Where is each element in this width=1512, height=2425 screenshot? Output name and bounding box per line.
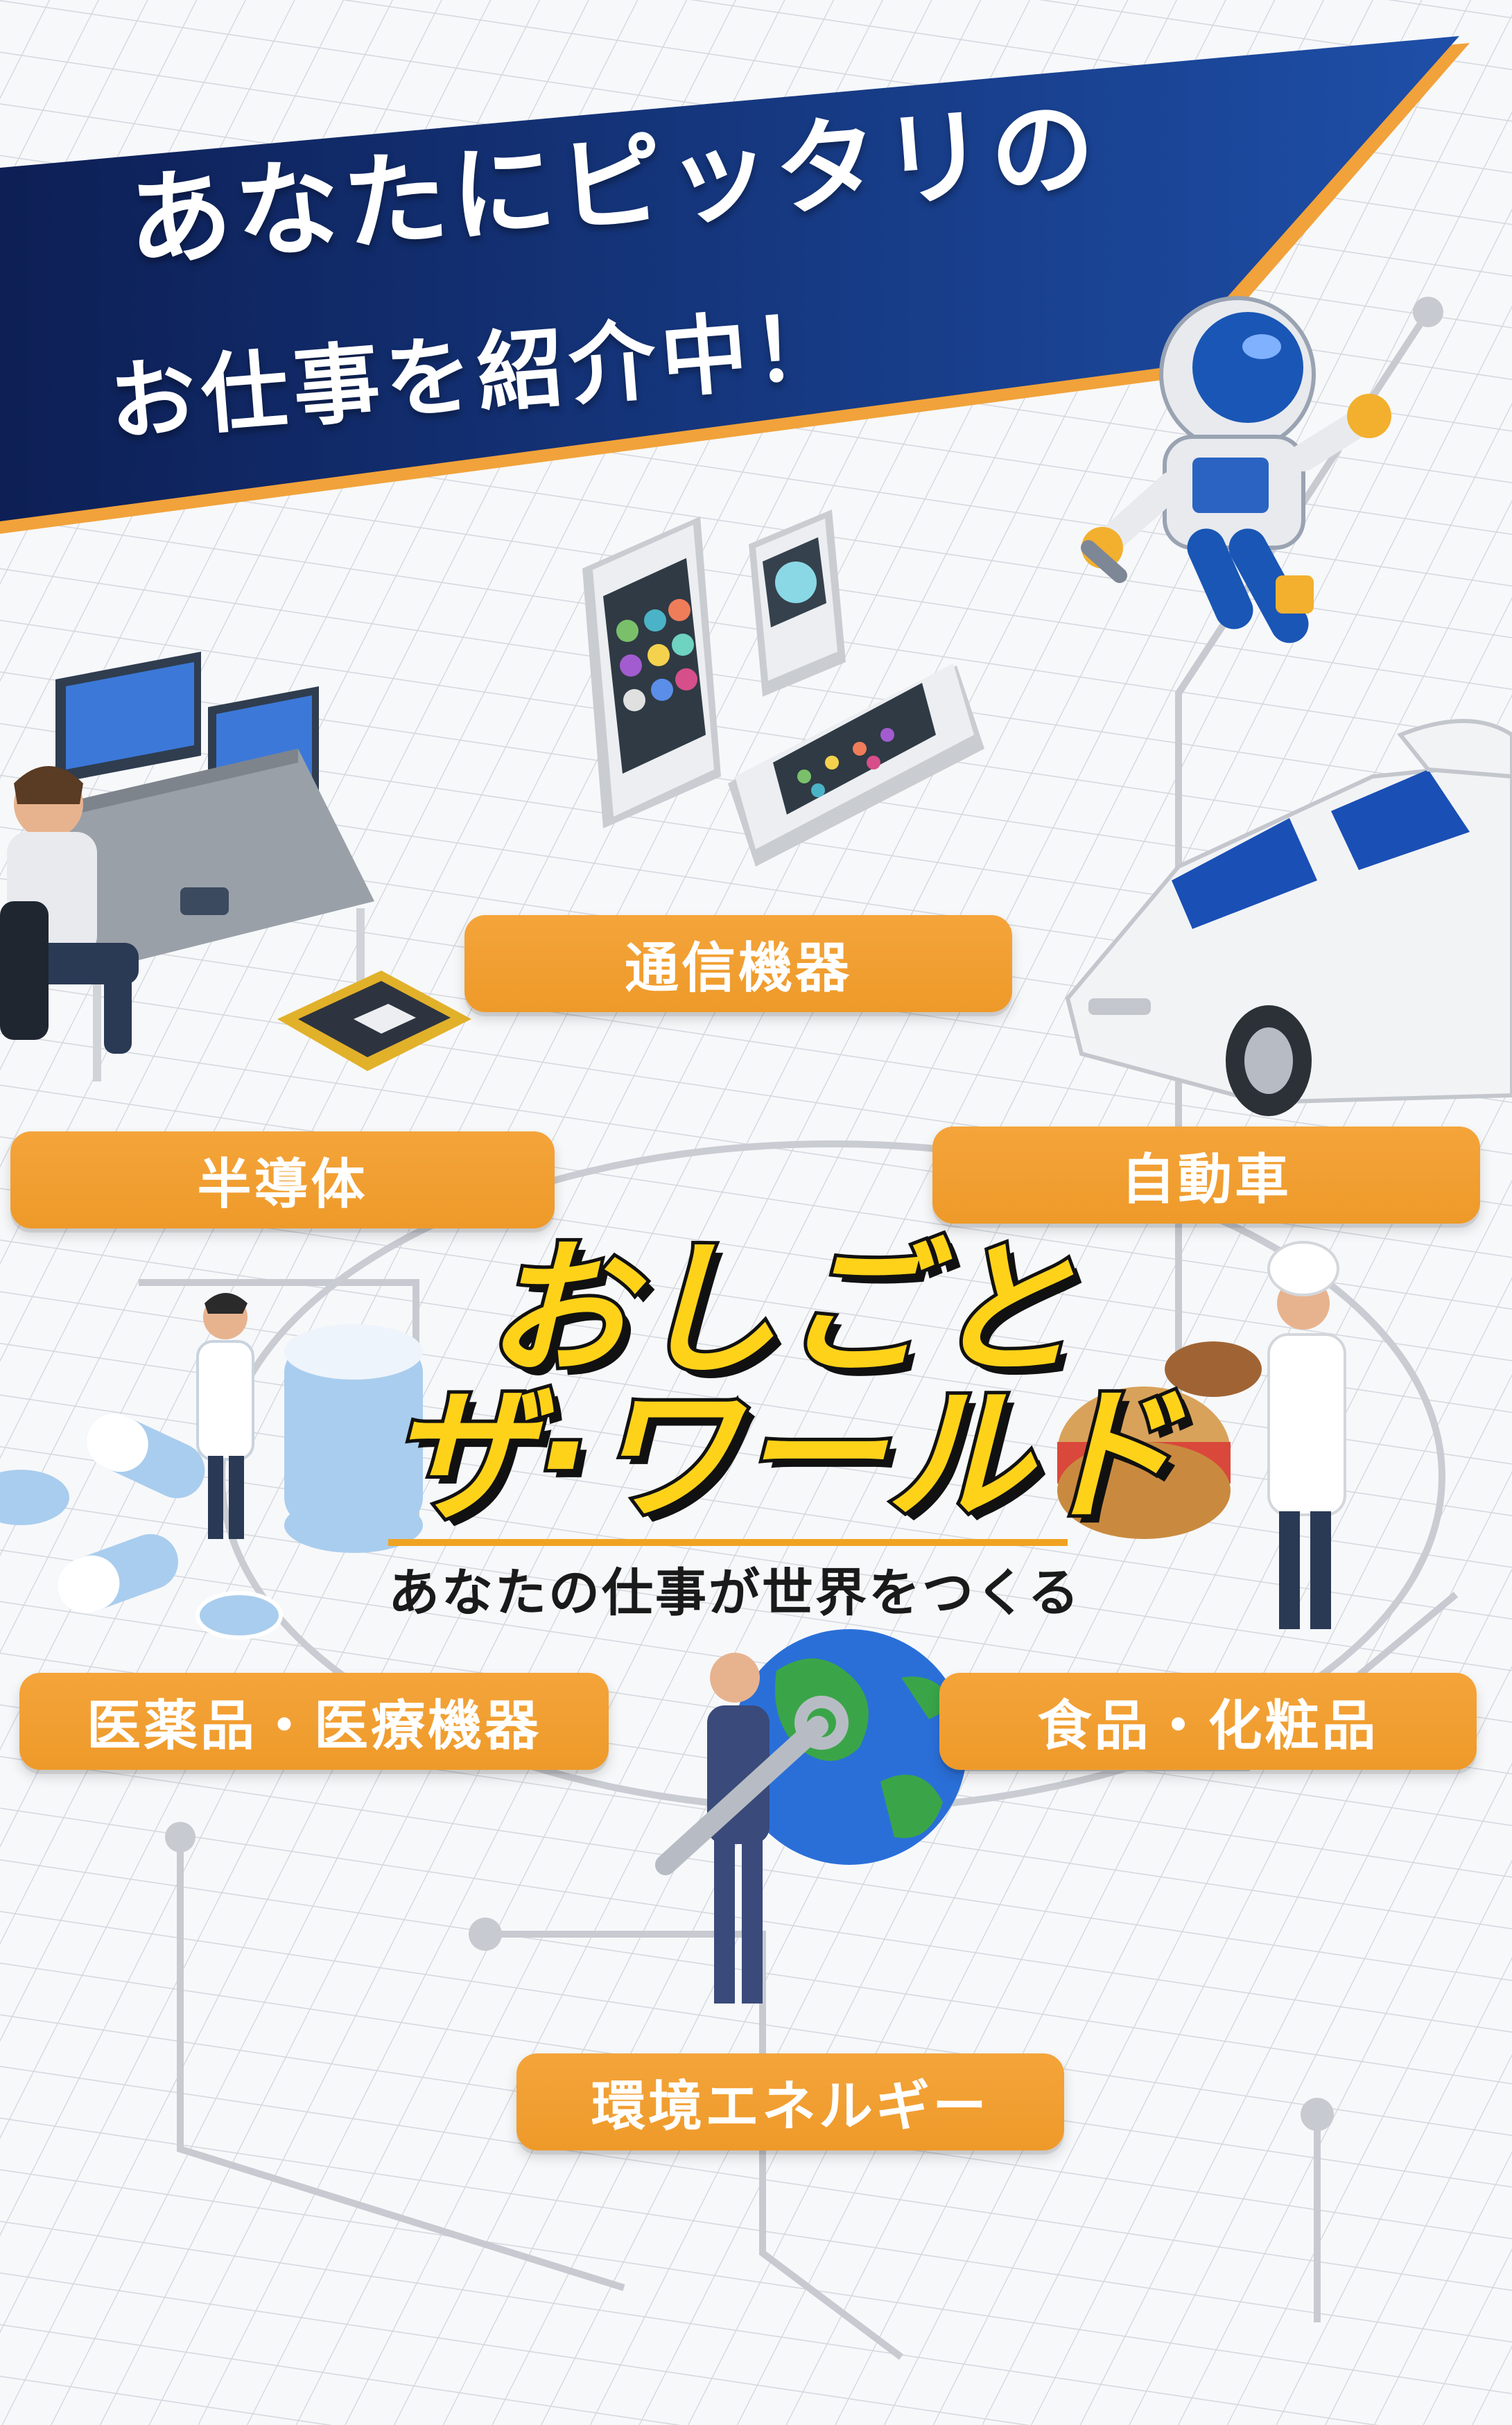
logo-tagline: あなたの仕事が世界をつくる bbox=[388, 1563, 1081, 1623]
category-label: 半導体 bbox=[197, 1154, 368, 1216]
category-label: 環境エネルギー bbox=[591, 2076, 989, 2138]
category-label: 自動車 bbox=[1120, 1149, 1292, 1211]
chip-icon bbox=[277, 971, 471, 1071]
scientist-pills-icon bbox=[0, 1293, 423, 1640]
service-logo: おしごと ザ·ワールド あなたの仕事が世界をつくる bbox=[385, 1225, 1182, 1626]
category-button-food[interactable]: 食品・化粧品 bbox=[939, 1673, 1477, 1770]
handheld-device-icon bbox=[749, 510, 846, 697]
logo-line-2: ザ·ワールド bbox=[385, 1371, 1182, 1540]
category-label: 食品・化粧品 bbox=[1037, 1695, 1379, 1757]
category-button-energy[interactable]: 環境エネルギー bbox=[516, 2053, 1064, 2150]
smartphone-icon bbox=[582, 516, 721, 828]
category-button-semiconductor[interactable]: 半導体 bbox=[10, 1131, 555, 1228]
handheld-console-icon bbox=[728, 663, 984, 867]
category-label: 通信機器 bbox=[624, 937, 852, 1000]
category-button-medical[interactable]: 医薬品・医療機器 bbox=[19, 1673, 609, 1770]
engineer-desk-icon bbox=[0, 652, 374, 1081]
category-button-automobile[interactable]: 自動車 bbox=[932, 1127, 1480, 1224]
globe-worker-icon bbox=[655, 1629, 967, 2004]
logo-line-1: おしごと bbox=[482, 1225, 1079, 1395]
category-button-telecom[interactable]: 通信機器 bbox=[464, 915, 1012, 1012]
headline-banner bbox=[0, 36, 1470, 534]
category-label: 医薬品・医療機器 bbox=[86, 1695, 541, 1757]
astronaut-robot-icon bbox=[1081, 296, 1391, 643]
car-icon bbox=[1065, 719, 1512, 1116]
logo-divider bbox=[388, 1539, 1068, 1546]
chef-food-icon bbox=[1057, 1241, 1346, 1629]
